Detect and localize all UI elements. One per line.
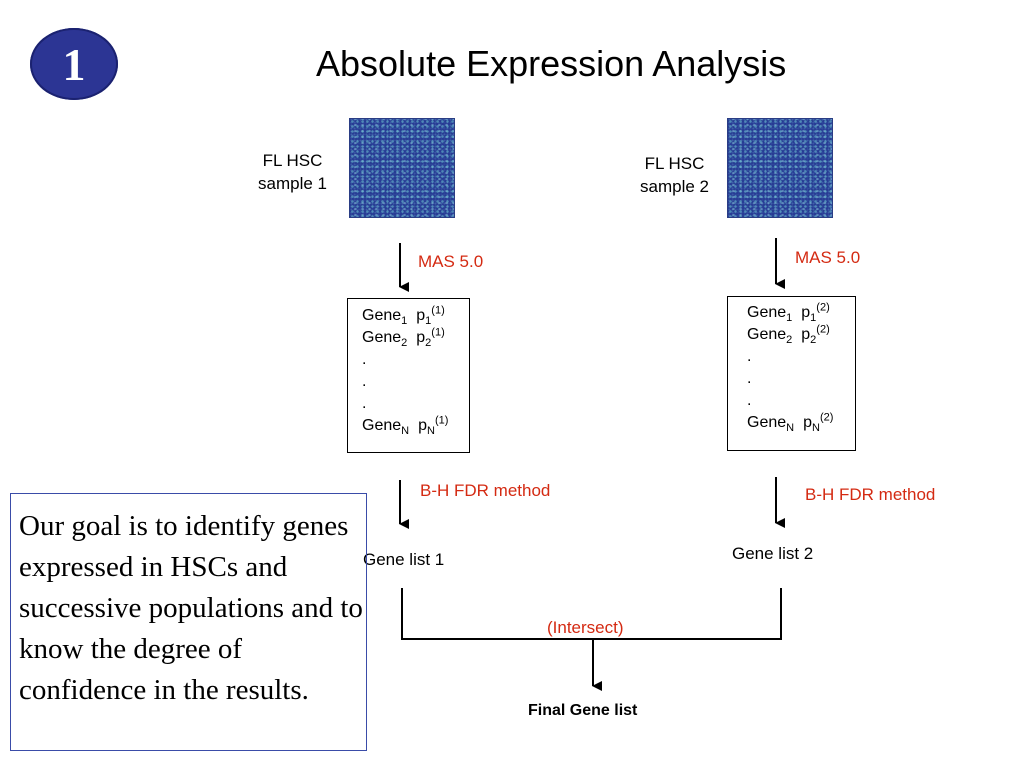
gene-name: Gene <box>747 414 787 431</box>
p-value-symbol: p <box>801 304 811 321</box>
p-subscript: 1 <box>425 315 432 328</box>
p-value-symbol: p <box>416 329 426 346</box>
microarray-image-sample-1 <box>349 118 455 218</box>
p-superscript: (1) <box>431 304 445 317</box>
gene-name: Gene <box>362 417 402 434</box>
p-superscript: (2) <box>816 301 830 314</box>
gene-subscript: 2 <box>786 334 793 347</box>
ellipsis-dot: . <box>747 348 752 365</box>
microarray-image-sample-2 <box>727 118 833 218</box>
gene-name: Gene <box>362 307 402 324</box>
gene-name: Gene <box>362 329 402 346</box>
ellipsis-dot: . <box>747 370 752 387</box>
sample-2-mas-method: MAS 5.0 <box>795 248 861 267</box>
gene-row: . <box>362 393 469 415</box>
step-number-badge: 1 <box>30 28 118 100</box>
p-value-symbol: p <box>416 307 426 324</box>
p-superscript: (1) <box>434 414 449 427</box>
p-subscript: N <box>812 422 820 435</box>
gene-name: Gene <box>747 326 787 343</box>
sample-1-label-line2: sample 1 <box>258 174 327 193</box>
gene-subscript: 1 <box>401 315 408 328</box>
gene-row: . <box>747 368 855 390</box>
p-subscript: 1 <box>810 312 817 325</box>
sample-1-fdr-method: B-H FDR method <box>420 481 551 500</box>
sample-2-label-line1: FL HSC <box>644 154 705 173</box>
ellipsis-dot: . <box>362 395 367 412</box>
final-gene-list-label: Final Gene list <box>528 702 638 719</box>
goal-text-box: Our goal is to identify genes expressed … <box>10 493 367 751</box>
p-value-symbol: p <box>801 326 811 343</box>
p-superscript: (1) <box>431 326 445 339</box>
gene-row: . <box>362 371 469 393</box>
sample-2-label-line2: sample 2 <box>640 177 709 196</box>
p-superscript: (2) <box>819 411 834 424</box>
gene-list-2: Gene list 2 <box>732 544 814 563</box>
gene-subscript: N <box>401 425 410 438</box>
intersect-bracket <box>401 588 782 640</box>
ellipsis-dot: . <box>362 373 367 390</box>
p-value-symbol: p <box>418 417 427 434</box>
sample-2-fdr-method: B-H FDR method <box>805 485 936 504</box>
p-superscript: (2) <box>816 323 830 336</box>
gene-name: Gene <box>747 304 787 321</box>
sample-1-mas-method: MAS 5.0 <box>418 252 484 271</box>
p-subscript: 2 <box>425 337 432 350</box>
gene-subscript: N <box>786 422 795 435</box>
sample-2-label: FL HSC sample 2 <box>640 152 709 198</box>
step-number: 1 <box>62 38 86 90</box>
p-subscript: 2 <box>810 334 817 347</box>
gene-row: . <box>747 346 855 368</box>
sample-1-label: FL HSC sample 1 <box>258 149 327 195</box>
gene-list-1: Gene list 1 <box>363 550 445 569</box>
intersect-label: (Intersect) <box>547 618 624 637</box>
goal-text: Our goal is to identify genes expressed … <box>19 510 363 706</box>
p-value-symbol: p <box>803 414 812 431</box>
ellipsis-dot: . <box>747 392 752 409</box>
gene-row: . <box>362 349 469 371</box>
sample-1-label-line1: FL HSC <box>262 151 323 170</box>
slide-title: Absolute Expression Analysis <box>316 43 787 84</box>
gene-subscript: 2 <box>401 337 408 350</box>
gene-subscript: 1 <box>786 312 793 325</box>
p-subscript: N <box>427 425 435 438</box>
gene-row: . <box>747 390 855 412</box>
ellipsis-dot: . <box>362 351 367 368</box>
